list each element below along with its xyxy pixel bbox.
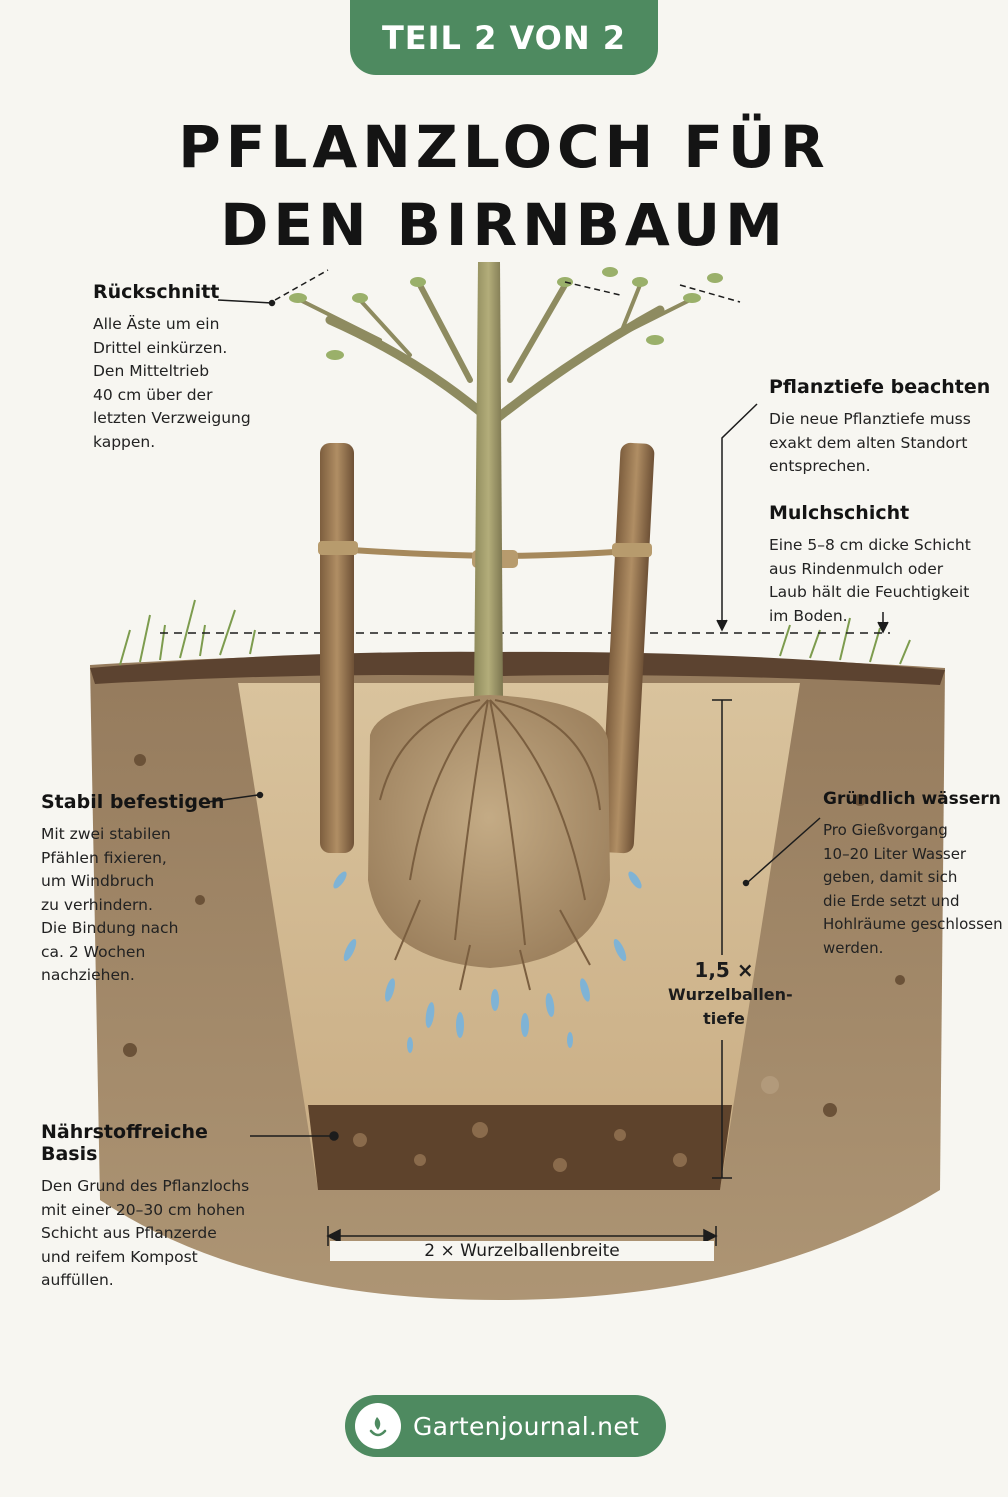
note-basis-text: Den Grund des Pflanzlochs mit einer 20–3…	[41, 1177, 250, 1289]
compost-base-layer	[308, 1105, 732, 1190]
depth-measure-label: 1,5 × Wurzelballen- tiefe	[668, 957, 793, 1031]
title-line-1: PFLANZLOCH FÜR	[178, 113, 830, 181]
tree-trunk	[474, 262, 503, 700]
note-stabil-text: Mit zwei stabilen Pfählen fixieren, um W…	[41, 825, 179, 984]
leaf-hand-logo-icon	[355, 1403, 401, 1449]
note-stabil: Stabil befestigen Mit zwei stabilen Pfäh…	[41, 791, 231, 988]
depth-dimension-line	[712, 699, 732, 1179]
depth-factor: 1,5 ×	[694, 958, 754, 982]
root-ball	[368, 695, 610, 968]
roots	[379, 699, 601, 991]
depth-label-line-2: tiefe	[703, 1009, 745, 1028]
grass	[119, 599, 911, 666]
note-rueckschnitt-text: Alle Äste um ein Drittel einkürzen. Den …	[93, 315, 251, 451]
pruning-cut-markers	[274, 269, 741, 303]
note-mulch: Mulchschicht Eine 5–8 cm dicke Schicht a…	[769, 502, 1004, 628]
width-dimension-line	[326, 1226, 718, 1246]
depth-label-line-1: Wurzelballen-	[668, 985, 793, 1004]
note-waessern: Gründlich wässern Pro Gießvorgang 10–20 …	[823, 789, 1005, 960]
note-basis: Nährstoffreiche Basis Den Grund des Pfla…	[41, 1121, 261, 1293]
note-basis-heading: Nährstoffreiche Basis	[41, 1121, 208, 1165]
note-pflanztiefe-text: Die neue Pflanztiefe muss exakt dem alte…	[769, 410, 971, 475]
note-pflanztiefe: Pflanztiefe beachten Die neue Pflanztief…	[769, 376, 1004, 479]
tree-crown	[298, 282, 692, 425]
water-drops	[333, 871, 642, 1053]
page-title: PFLANZLOCH FÜR DEN BIRNBAUM	[0, 108, 1008, 264]
note-rueckschnitt-heading: Rückschnitt	[93, 281, 220, 303]
leader-lines	[207, 299, 889, 1141]
note-rueckschnitt: Rückschnitt Alle Äste um ein Drittel ein…	[93, 281, 293, 454]
mulch-layer	[90, 651, 945, 685]
note-waessern-heading: Gründlich wässern	[823, 789, 1001, 809]
note-pflanztiefe-heading: Pflanztiefe beachten	[769, 376, 991, 398]
left-stake	[320, 443, 354, 853]
note-stabil-heading: Stabil befestigen	[41, 791, 225, 813]
width-measure-label: 2 × Wurzelballenbreite	[330, 1241, 714, 1261]
note-mulch-text: Eine 5–8 cm dicke Schicht aus Rindenmulc…	[769, 536, 971, 625]
part-banner: TEIL 2 VON 2	[350, 0, 658, 75]
title-line-2: DEN BIRNBAUM	[220, 191, 788, 259]
footer-brand-text: Gartenjournal.net	[413, 1411, 640, 1441]
note-waessern-text: Pro Gießvorgang 10–20 Liter Wasser geben…	[823, 821, 1003, 957]
footer-brand-badge[interactable]: Gartenjournal.net	[345, 1395, 666, 1457]
note-mulch-heading: Mulchschicht	[769, 502, 910, 524]
